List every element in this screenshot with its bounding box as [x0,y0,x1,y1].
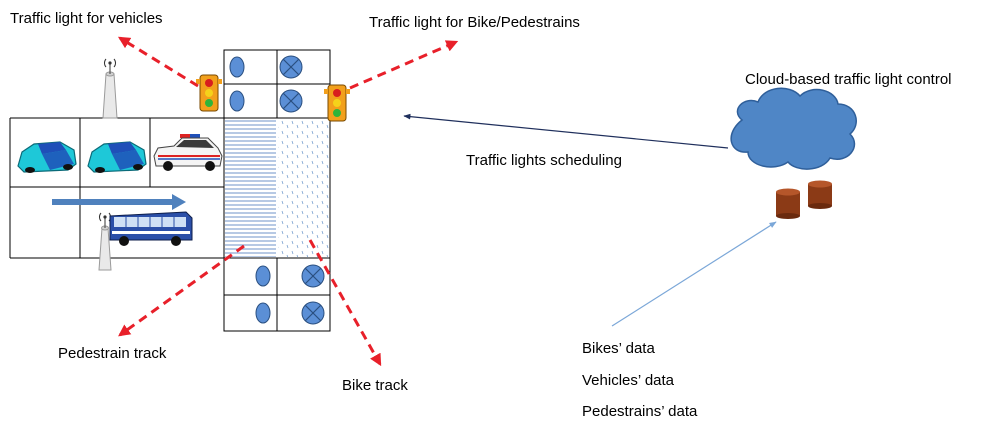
bike-track-arrow [308,239,382,367]
bike-signal [301,264,325,288]
bike-track-label: Bike track [342,377,408,394]
car-icon [87,141,147,173]
bike-signal [301,301,325,325]
scheduling-arrow [403,113,729,149]
database-barrel-icon [808,180,832,209]
car-icon [17,141,77,173]
police-car-icon [153,134,223,171]
bikes-data-label: Bikes’ data [582,340,655,357]
data-upload-arrow [611,221,777,327]
lower-signals [255,264,325,325]
traffic-light-icon [196,74,222,112]
antenna-tower-icon [98,212,112,271]
antenna-tower-icon [102,58,118,119]
road-grid [9,49,331,332]
bus-icon [109,211,193,246]
pedestrians-data-label: Pedestrains’ data [582,403,698,420]
vehicle-light-label: Traffic light for vehicles [10,10,163,27]
bike-crossing [278,119,329,257]
pedestrian-signal [255,302,271,324]
bike-signal [279,55,303,79]
traffic-flow-arrow [52,194,186,210]
pedestrian-track-label: Pedestrain track [58,345,167,362]
pedestrian-track-arrow [118,244,245,337]
vehicles-data-label: Vehicles’ data [582,372,675,389]
callout-arrows [117,36,459,367]
database-barrel-icon [776,188,800,219]
cloud-control-label: Cloud-based traffic light control [745,71,952,88]
pedestrian-crossing [225,119,276,257]
bike-pedestrian-light-label: Traffic light for Bike/Pedestrains [369,14,580,31]
pedestrian-signal [229,90,245,112]
pedestrian-signal [229,56,245,78]
cloud-icon [730,87,857,170]
pedestrian-signal [255,265,271,287]
bike-light-arrow [349,40,459,90]
traffic-light-icon [324,84,350,122]
scheduling-label: Traffic lights scheduling [466,152,622,169]
upper-signals [229,55,303,113]
vehicle-light-arrow [117,36,199,88]
bike-signal [279,89,303,113]
